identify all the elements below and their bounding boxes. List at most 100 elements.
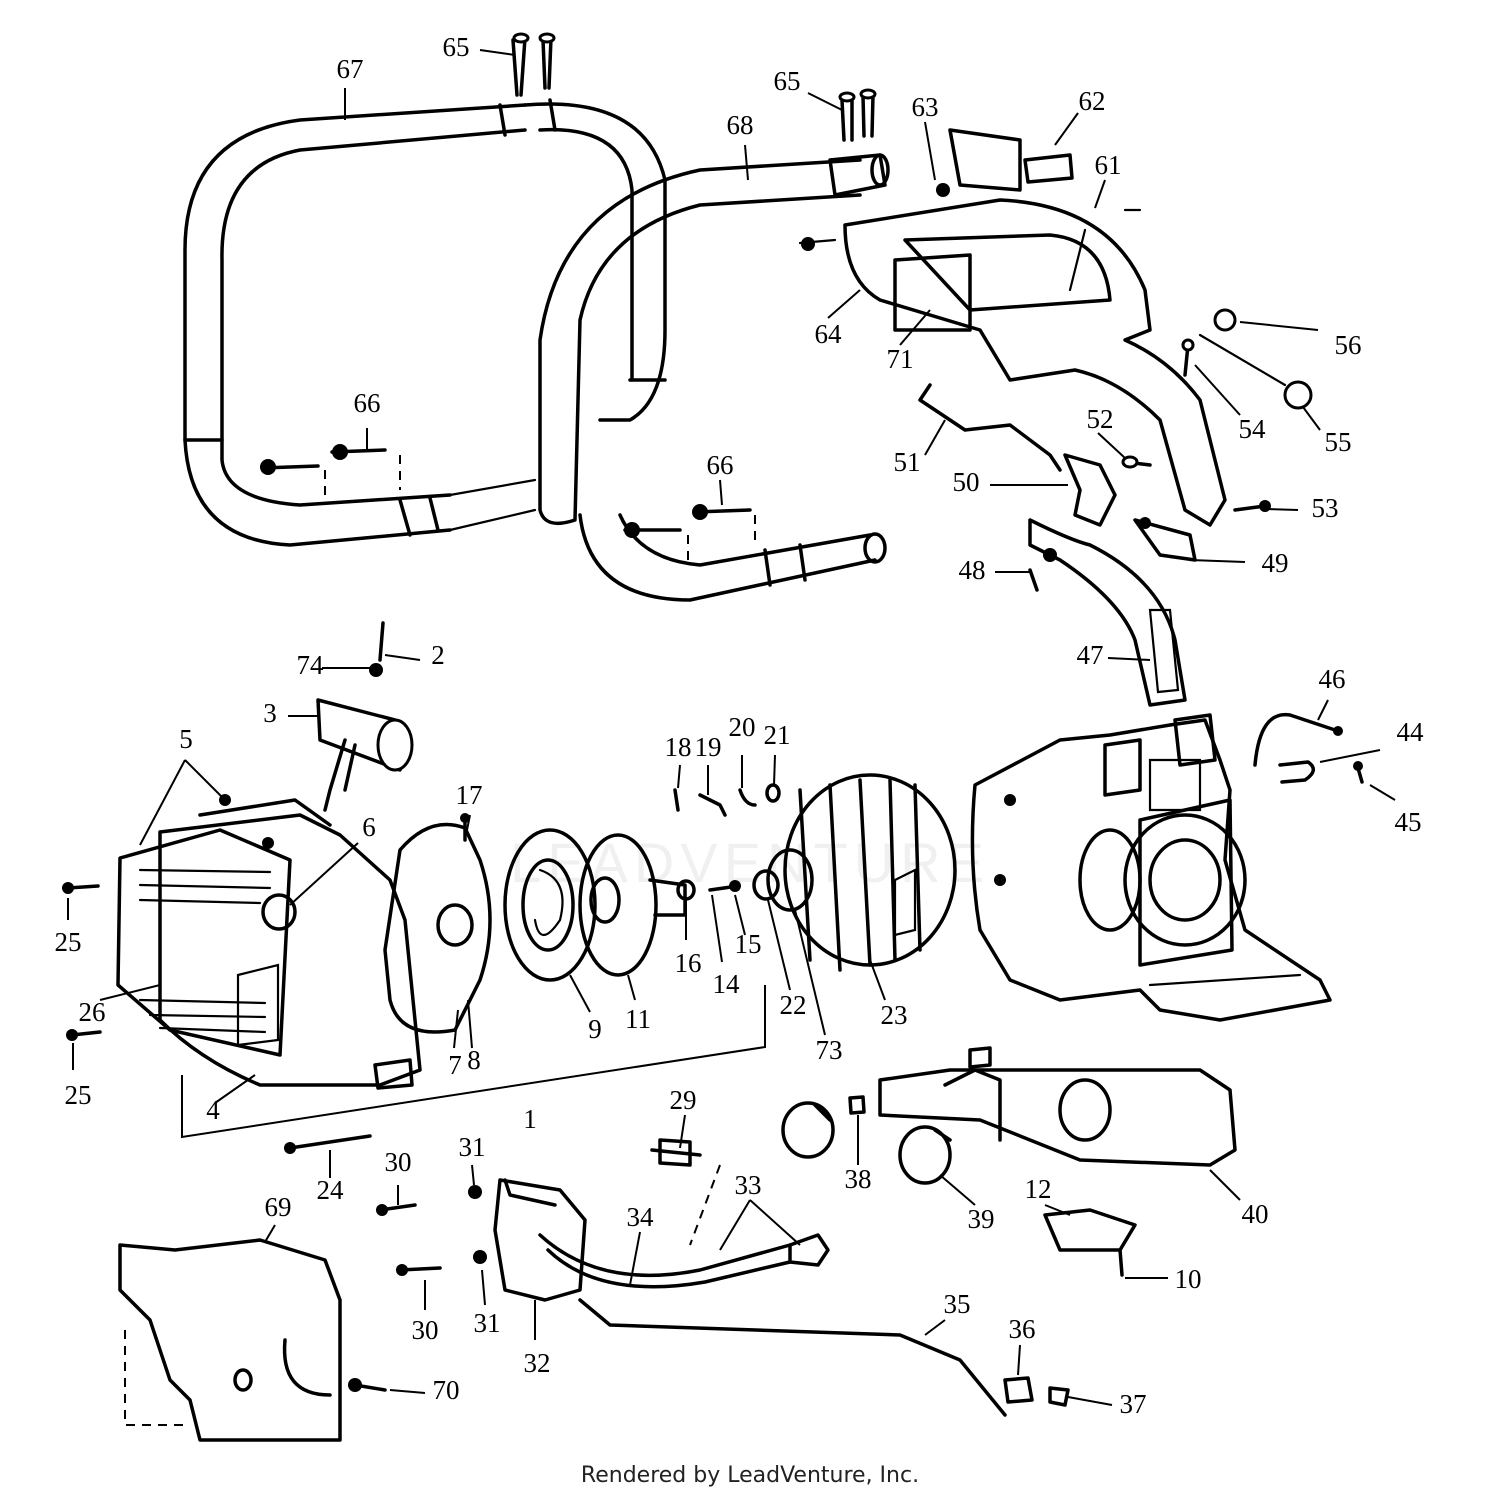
recoil-plate-8: [383, 822, 492, 1034]
screw-30-top: [376, 1203, 417, 1216]
callout-40: 40: [1242, 1199, 1269, 1229]
callout-31: 31: [474, 1308, 501, 1338]
callout-29: 29: [670, 1085, 697, 1115]
callout-50: 50: [953, 467, 980, 497]
callout-25: 25: [55, 927, 82, 957]
wire-46: [1253, 712, 1343, 767]
handle-bar-68: [538, 153, 890, 602]
bolt-24: [284, 1134, 372, 1154]
callout-5: 5: [179, 724, 193, 754]
callout-30: 30: [412, 1315, 439, 1345]
tank-40: [878, 1046, 1237, 1167]
callout-65: 65: [774, 66, 801, 96]
callout-15: 15: [735, 929, 762, 959]
clip-36: [1003, 1376, 1034, 1404]
cap-55: [1198, 333, 1313, 410]
pin-2: [378, 621, 385, 662]
callout-66: 66: [707, 450, 734, 480]
bolt-66-right: [623, 504, 756, 560]
throttle-trigger-50: [1063, 453, 1117, 527]
bolt-66-left: [260, 444, 401, 500]
screw-10: [1118, 1248, 1124, 1277]
callout-31: 31: [459, 1132, 486, 1162]
spring-56: [1213, 308, 1237, 332]
callout-33: 33: [735, 1170, 762, 1200]
callout-26: 26: [79, 997, 106, 1027]
callout-22: 22: [780, 990, 807, 1020]
callout-68: 68: [727, 110, 754, 140]
handle-bar-67: [183, 98, 667, 547]
pin-48: [1028, 568, 1039, 592]
callout-21: 21: [764, 720, 791, 750]
callout-56: 56: [1335, 330, 1362, 360]
callout-63: 63: [912, 92, 939, 122]
callout-12: 12: [1025, 1174, 1052, 1204]
callout-70: 70: [433, 1375, 460, 1405]
callout-55: 55: [1325, 427, 1352, 457]
callout-49: 49: [1262, 548, 1289, 578]
callout-71: 71: [887, 344, 914, 374]
starter-housing-4: [158, 794, 422, 1090]
callout-73: 73: [816, 1035, 843, 1065]
spring-9: [503, 828, 597, 982]
callout-51: 51: [894, 447, 921, 477]
callout-65: 65: [443, 32, 470, 62]
callout-53: 53: [1312, 493, 1339, 523]
grille-26: [116, 828, 292, 1057]
clip-37: [1048, 1386, 1070, 1407]
callout-66: 66: [354, 388, 381, 418]
callout-11: 11: [625, 1004, 651, 1034]
pawl-18: [673, 788, 680, 812]
boot-33: [689, 1164, 830, 1267]
callout-62: 62: [1079, 86, 1106, 116]
washer-16: [676, 879, 696, 901]
callout-14: 14: [713, 969, 741, 999]
screw-30-bottom: [396, 1264, 442, 1276]
callout-45: 45: [1395, 807, 1422, 837]
bolt-65-pair-left: [511, 32, 556, 97]
screw-70: [348, 1378, 387, 1392]
callout-39: 39: [968, 1204, 995, 1234]
pin-17: [460, 813, 470, 842]
callout-69: 69: [265, 1192, 292, 1222]
ignition-coil-32: [493, 1178, 587, 1302]
callout-17: 17: [456, 780, 483, 810]
pin-52: [1121, 455, 1152, 469]
callout-labels: 67 65 65 68 63 62 61 64 71 56 54 55 51 5…: [55, 32, 1425, 1419]
wire-35: [578, 1298, 1007, 1417]
flywheel-23: [766, 773, 957, 972]
callout-1: 1: [523, 1104, 537, 1134]
nut-22: [752, 869, 780, 901]
callout-74: 74: [297, 650, 325, 680]
bolt-65-pair-right: [838, 88, 877, 142]
callout-10: 10: [1175, 1264, 1202, 1294]
screw-45: [1353, 761, 1364, 784]
footer-credit: Rendered by LeadVenture, Inc.: [580, 1463, 920, 1488]
callout-9: 9: [588, 1014, 602, 1044]
callout-54: 54: [1239, 414, 1267, 444]
callout-36: 36: [1009, 1314, 1036, 1344]
callout-35: 35: [944, 1289, 971, 1319]
callout-61: 61: [1095, 150, 1122, 180]
washer-31-top: [468, 1185, 482, 1199]
callout-16: 16: [675, 948, 702, 978]
callout-32: 32: [524, 1348, 551, 1378]
callout-44: 44: [1397, 717, 1425, 747]
lever-49: [1133, 517, 1197, 562]
lever-47: [1028, 518, 1187, 707]
callout-64: 64: [815, 319, 843, 349]
callout-6: 6: [362, 812, 376, 842]
callout-8: 8: [467, 1045, 481, 1075]
pawl-19: [698, 793, 727, 817]
rear-handle-housing: [798, 128, 1227, 527]
lead-34: [538, 1233, 792, 1289]
cover-69: [118, 1238, 342, 1442]
crankcase: [970, 713, 1332, 1022]
callout-3: 3: [263, 698, 277, 728]
callout-7: 7: [448, 1050, 462, 1080]
assembly-1-bracket: [181, 985, 766, 1139]
screw-25-bottom: [66, 1029, 102, 1041]
screw-14-15: [708, 880, 741, 892]
callout-19: 19: [695, 732, 722, 762]
throttle-rod-51: [918, 383, 1062, 472]
